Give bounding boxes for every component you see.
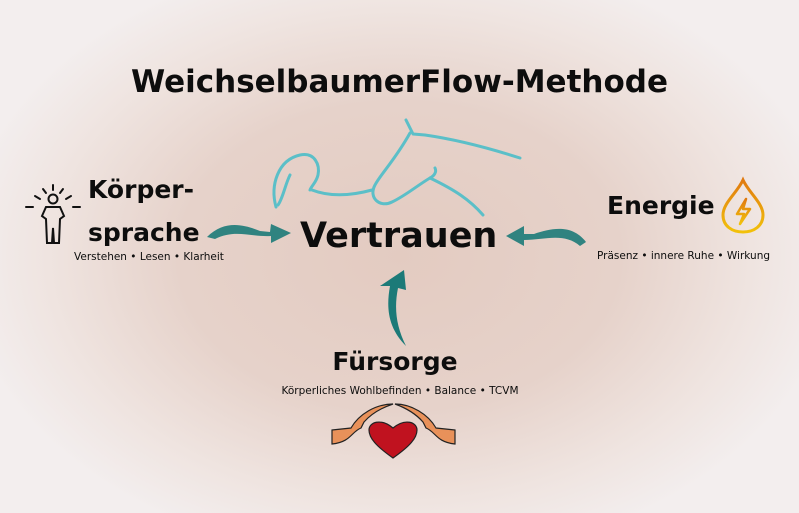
fuersorge-subtitle: Körperliches Wohlbefinden • Balance • TC… (281, 385, 519, 397)
fuersorge-label: Fürsorge (332, 347, 458, 376)
energie-subtitle: Präsenz • innere Ruhe • Wirkung (597, 250, 771, 262)
energy-drop-icon (721, 176, 765, 234)
koerpersprache-label-line2: sprache (88, 218, 200, 247)
koerpersprache-subtitle: Verstehen • Lesen • Klarheit (74, 251, 224, 263)
arrow-left-icon (506, 226, 586, 246)
arrow-up-icon (380, 270, 406, 346)
diagram-title: WeichselbaumerFlow-Methode (131, 64, 668, 100)
person-radiating-icon (25, 184, 81, 244)
koerpersprache-label-line1: Körper- (88, 175, 194, 204)
hands-heart-icon (331, 403, 456, 459)
arrow-right-icon (207, 224, 291, 243)
center-label-vertrauen: Vertrauen (300, 216, 498, 256)
energie-label: Energie (607, 191, 715, 220)
